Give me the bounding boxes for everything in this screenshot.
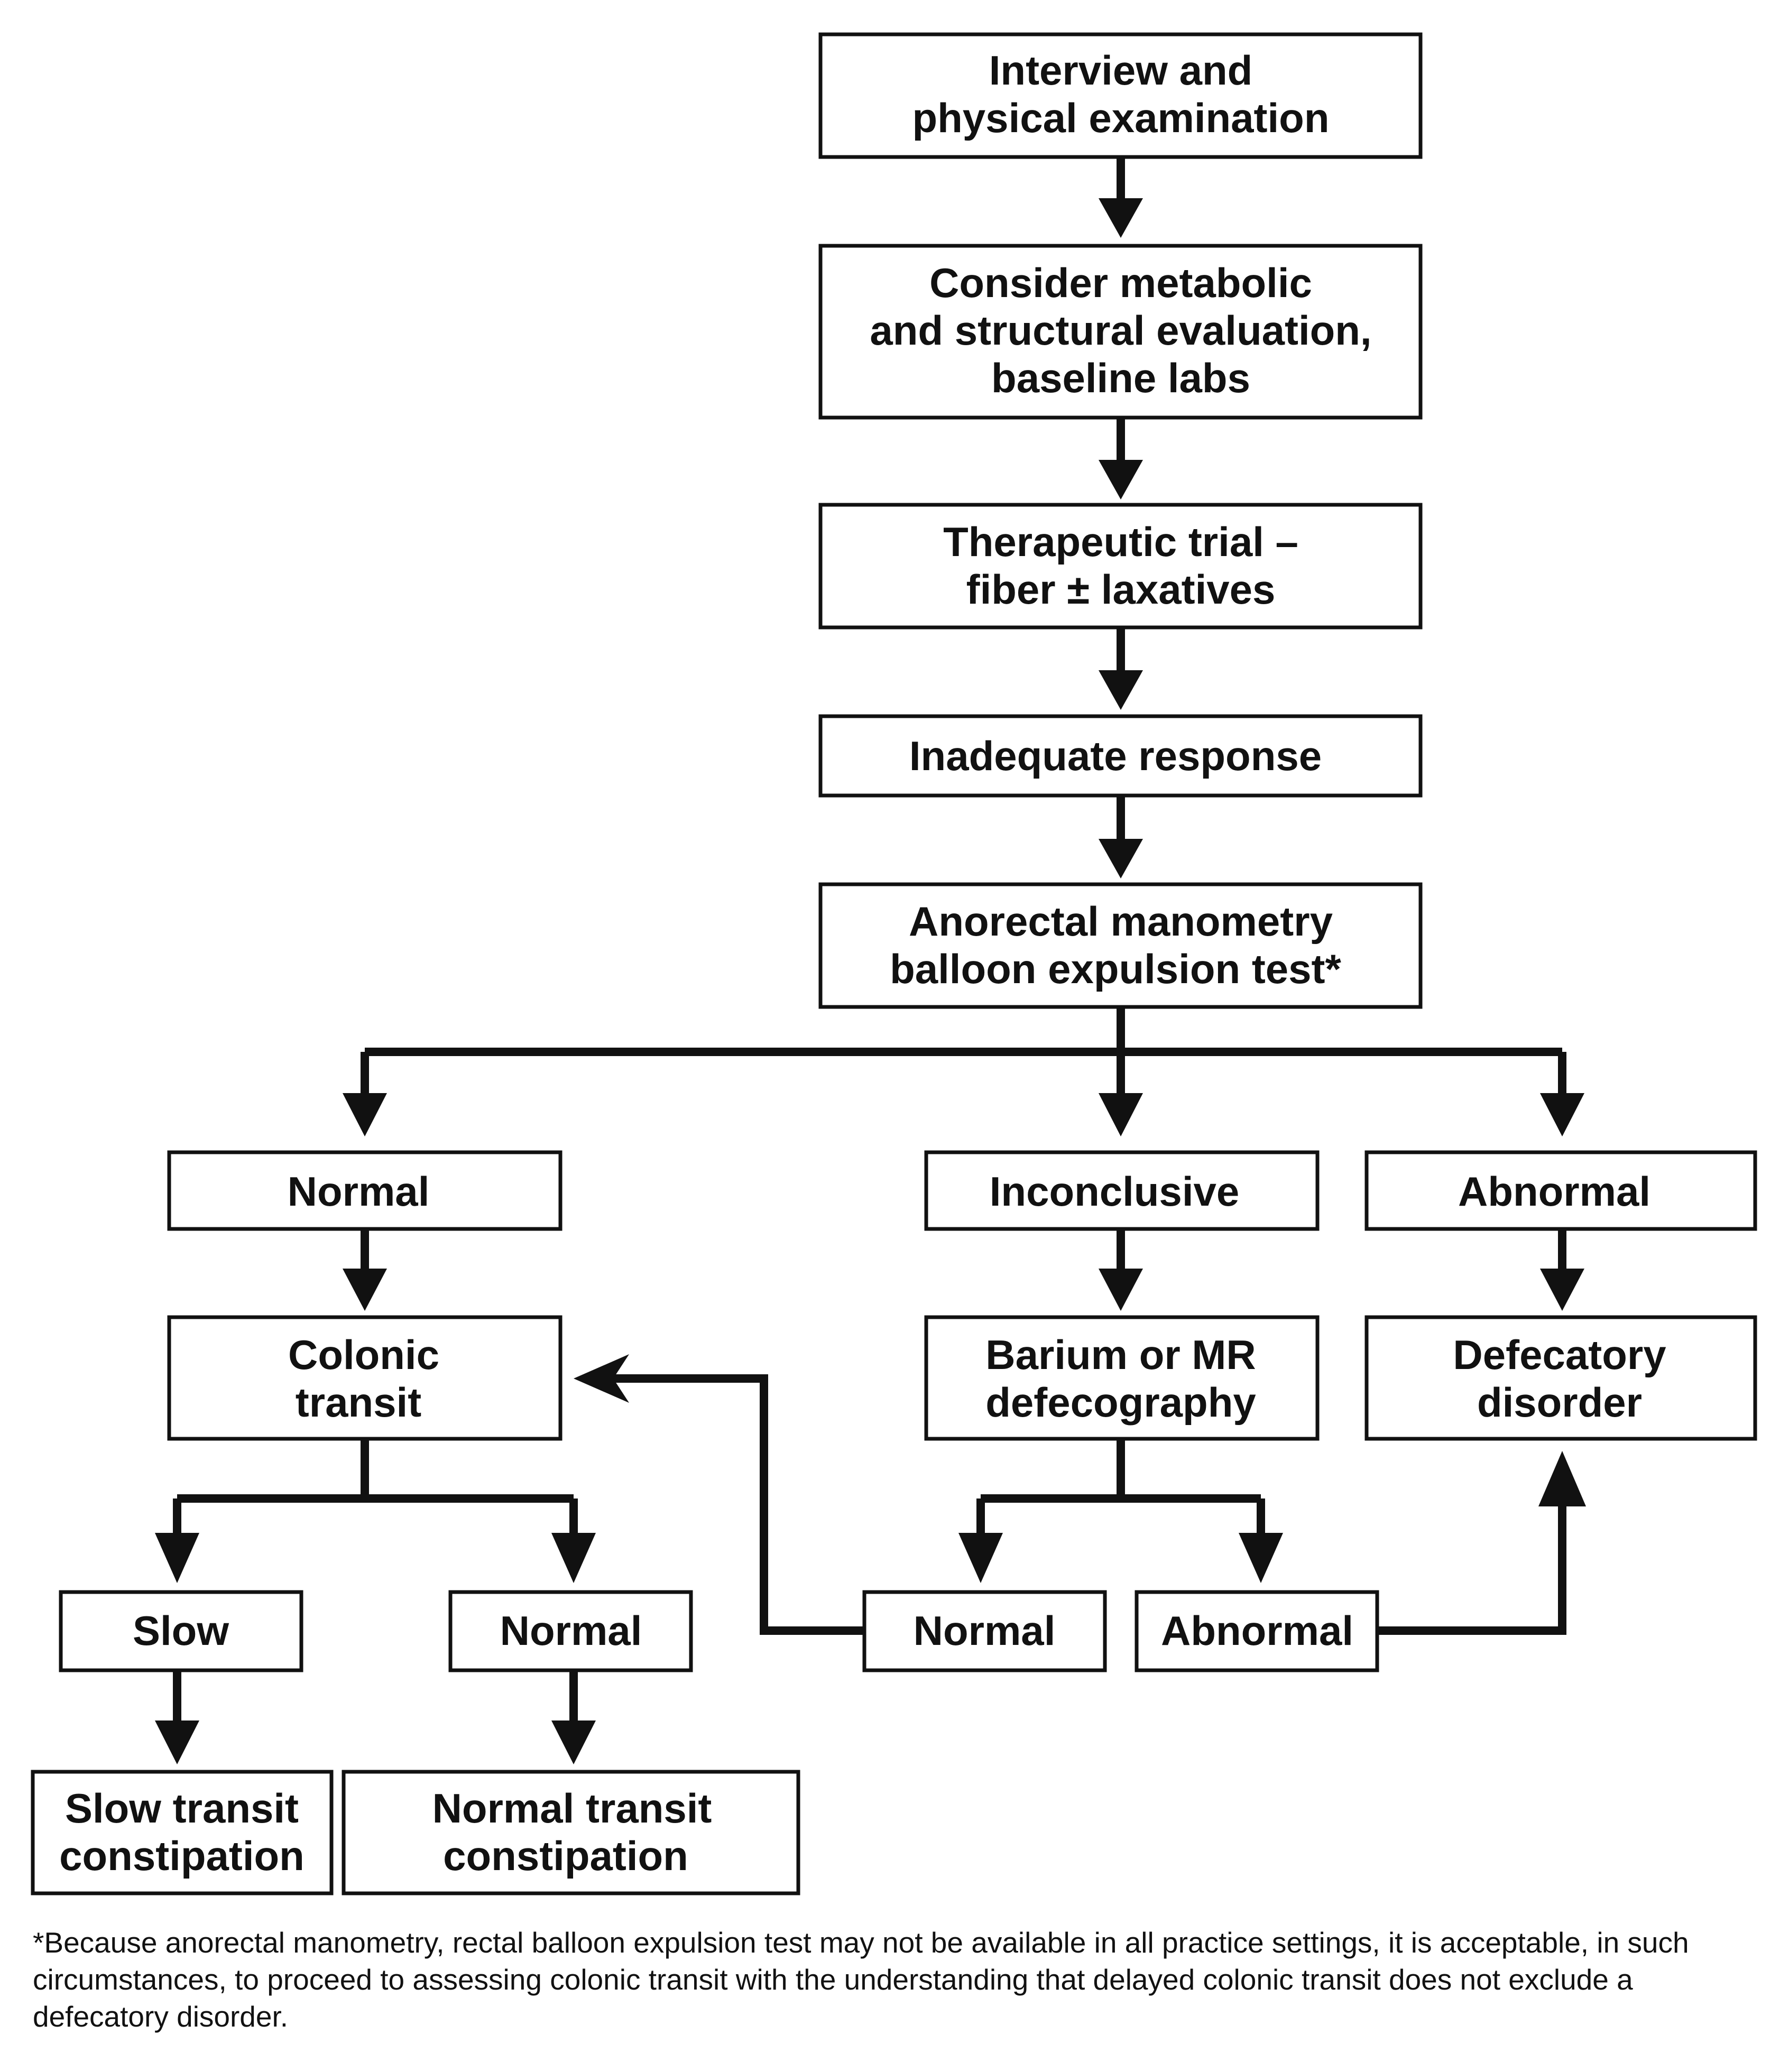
arrow-manometry-branch — [361, 1007, 1566, 1098]
footnote: *Because anorectal manometry, rectal bal… — [33, 1926, 1689, 2033]
box-slow-transit-constipation-line-2: constipation — [59, 1833, 305, 1879]
arrowhead-to-normal1 — [343, 1093, 387, 1136]
box-normal-defecography-line-1: Normal — [914, 1607, 1056, 1654]
box-metabolic-line-1: Consider metabolic — [929, 260, 1312, 306]
box-normal-transit-constipation-line-1: Normal transit — [432, 1785, 712, 1832]
box-barium-defecography: Barium or MR defecography — [924, 1315, 1320, 1441]
box-manometry-line-2: balloon expulsion test* — [890, 946, 1341, 992]
box-abnormal-defecography: Abnormal — [1135, 1590, 1379, 1672]
box-inconclusive-line-1: Inconclusive — [990, 1168, 1240, 1215]
box-abnormal-manometry-line-1: Abnormal — [1458, 1168, 1650, 1215]
box-barium-defecography-line-2: defecography — [985, 1379, 1256, 1426]
box-barium-defecography-line-1: Barium or MR — [985, 1331, 1256, 1378]
box-colonic-transit-line-1: Colonic — [288, 1331, 439, 1378]
box-slow: Slow — [59, 1590, 303, 1672]
box-trial-line-1: Therapeutic trial – — [943, 519, 1298, 565]
box-defecatory-disorder-line-1: Defecatory — [1453, 1331, 1666, 1378]
box-abnormal-defecography-line-1: Abnormal — [1161, 1607, 1353, 1654]
box-metabolic-line-3: baseline labs — [991, 355, 1250, 401]
box-normal-transit-line-1: Normal — [500, 1607, 642, 1654]
box-inconclusive: Inconclusive — [924, 1150, 1320, 1231]
arrowhead-abnormal2-to-defecatory — [1538, 1451, 1586, 1506]
box-normal-defecography: Normal — [862, 1590, 1107, 1672]
box-trial-line-2: fiber ± laxatives — [966, 566, 1276, 613]
box-inadequate: Inadequate response — [818, 714, 1423, 798]
box-metabolic-line-2: and structural evaluation, — [870, 307, 1371, 354]
arrow-abnormal2-to-defecatory — [1377, 1491, 1566, 1635]
arrowhead-to-normal2 — [551, 1533, 596, 1583]
arrowhead-inadequate-to-manometry — [1099, 839, 1143, 878]
arrowhead-to-abnormal2 — [1239, 1533, 1283, 1583]
arrowhead-slow-to-slow-constipation — [155, 1720, 199, 1764]
box-slow-transit-constipation-line-1: Slow transit — [65, 1785, 299, 1832]
box-normal-transit-constipation-line-2: constipation — [443, 1833, 688, 1879]
arrow-barium-branch — [976, 1439, 1265, 1538]
arrowhead-to-inconclusive — [1099, 1093, 1143, 1136]
box-interview-line-1: Interview and — [989, 47, 1252, 94]
arrowhead-trial-to-inadequate — [1099, 670, 1143, 710]
box-metabolic: Consider metabolic and structural evalua… — [818, 244, 1423, 420]
arrow-normal3-to-colonic — [613, 1374, 864, 1635]
box-interview: Interview and physical examination — [818, 32, 1423, 159]
arrowhead-normal1-to-colonic — [343, 1269, 387, 1311]
arrowhead-inconclusive-to-barium — [1099, 1269, 1143, 1311]
box-slow-line-1: Slow — [133, 1607, 229, 1654]
box-interview-line-2: physical examination — [912, 95, 1330, 141]
arrowhead-to-normal3 — [958, 1533, 1003, 1583]
box-abnormal-manometry: Abnormal — [1364, 1150, 1757, 1231]
box-normal-transit-constipation: Normal transit constipation — [342, 1770, 800, 1895]
box-slow-transit-constipation: Slow transit constipation — [31, 1770, 334, 1895]
box-defecatory-disorder: Defecatory disorder — [1364, 1315, 1757, 1441]
box-colonic-transit: Colonic transit — [167, 1315, 562, 1441]
box-normal-manometry: Normal — [167, 1150, 562, 1231]
box-trial: Therapeutic trial – fiber ± laxatives — [818, 503, 1423, 630]
box-colonic-transit-line-2: transit — [296, 1379, 421, 1426]
arrowhead-to-abnormal1 — [1540, 1093, 1584, 1136]
arrowhead-metabolic-to-trial — [1099, 460, 1143, 500]
box-manometry-line-1: Anorectal manometry — [909, 898, 1333, 945]
arrow-colonic-branch — [173, 1439, 578, 1538]
box-manometry: Anorectal manometry balloon expulsion te… — [818, 882, 1423, 1009]
arrowhead-interview-to-metabolic — [1099, 198, 1143, 238]
box-normal-manometry-line-1: Normal — [288, 1168, 430, 1215]
box-inadequate-line-1: Inadequate response — [909, 733, 1322, 779]
arrowhead-abnormal1-to-defecatory — [1540, 1269, 1584, 1311]
arrowhead-normal2-to-normal-constipation — [551, 1720, 596, 1764]
box-normal-transit: Normal — [448, 1590, 693, 1672]
connectors — [155, 157, 1586, 1764]
arrowhead-to-slow — [155, 1533, 199, 1583]
box-defecatory-disorder-line-2: disorder — [1477, 1379, 1642, 1426]
arrowhead-normal3-to-colonic — [574, 1354, 629, 1403]
